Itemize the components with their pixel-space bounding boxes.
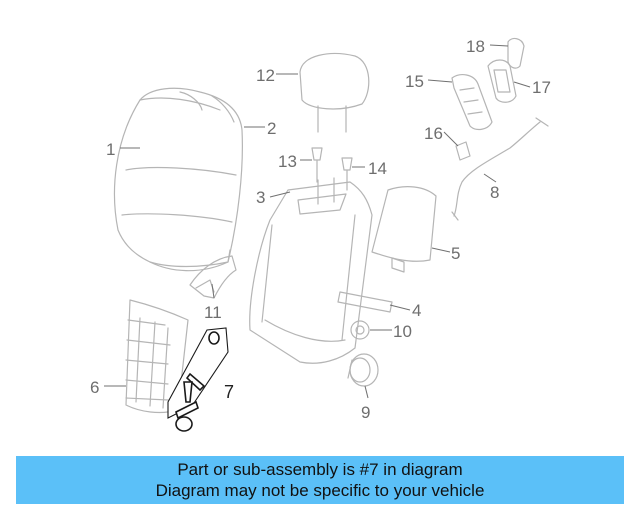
- back-panel-part: [371, 186, 437, 273]
- callout-6: 6: [90, 378, 99, 397]
- bolt-icon: [183, 381, 193, 403]
- callout-8: 8: [490, 183, 499, 202]
- callout-3: 3: [256, 188, 265, 207]
- highlighted-part-7: [167, 327, 229, 432]
- clip-icon: [208, 331, 220, 345]
- callout-14: 14: [368, 159, 387, 178]
- headrest-guides-part: [311, 147, 353, 191]
- seat-parts-diagram: 1 2 3 4 5 6 7 8 9 10 11 12 13 14 15 16 1…: [90, 37, 551, 432]
- callout-11: 11: [204, 303, 222, 322]
- cable-part: [451, 117, 549, 221]
- callout-15: 15: [405, 72, 424, 91]
- callout-7: 7: [224, 382, 234, 402]
- callout-13: 13: [278, 152, 297, 171]
- banner-line-1: Part or sub-assembly is #7 in diagram: [177, 460, 463, 479]
- knob-cap-part: [507, 37, 525, 69]
- leader-lines: [104, 44, 531, 399]
- headrest-part: [299, 53, 370, 133]
- connector-part: [455, 141, 471, 161]
- trim-cover-part: [487, 59, 517, 103]
- cap-icon: [175, 416, 193, 432]
- callout-9: 9: [361, 403, 370, 422]
- rod-part: [337, 291, 393, 313]
- seat-back-frame-part: [249, 177, 373, 364]
- callout-18: 18: [466, 37, 485, 56]
- callout-4: 4: [412, 301, 421, 320]
- lever-icon: [175, 400, 199, 420]
- recliner-knob-part: [350, 320, 370, 340]
- callout-16: 16: [424, 124, 443, 143]
- callout-10: 10: [393, 322, 412, 341]
- switch-cover-part: [451, 74, 493, 131]
- callout-12: 12: [256, 66, 275, 85]
- pin-icon: [185, 372, 206, 392]
- info-banner: Part or sub-assembly is #7 in diagram Di…: [16, 456, 624, 504]
- callout-5: 5: [451, 244, 460, 263]
- handwheel-part: [347, 353, 379, 387]
- banner-line-2: Diagram may not be specific to your vehi…: [155, 481, 485, 500]
- callout-1: 1: [106, 140, 115, 159]
- callout-2: 2: [267, 119, 276, 138]
- callout-17: 17: [532, 78, 551, 97]
- callouts: 1 2 3 4 5 6 7 8 9 10 11 12 13 14 15 16 1…: [90, 37, 551, 422]
- seat-back-cover-part: [113, 87, 243, 272]
